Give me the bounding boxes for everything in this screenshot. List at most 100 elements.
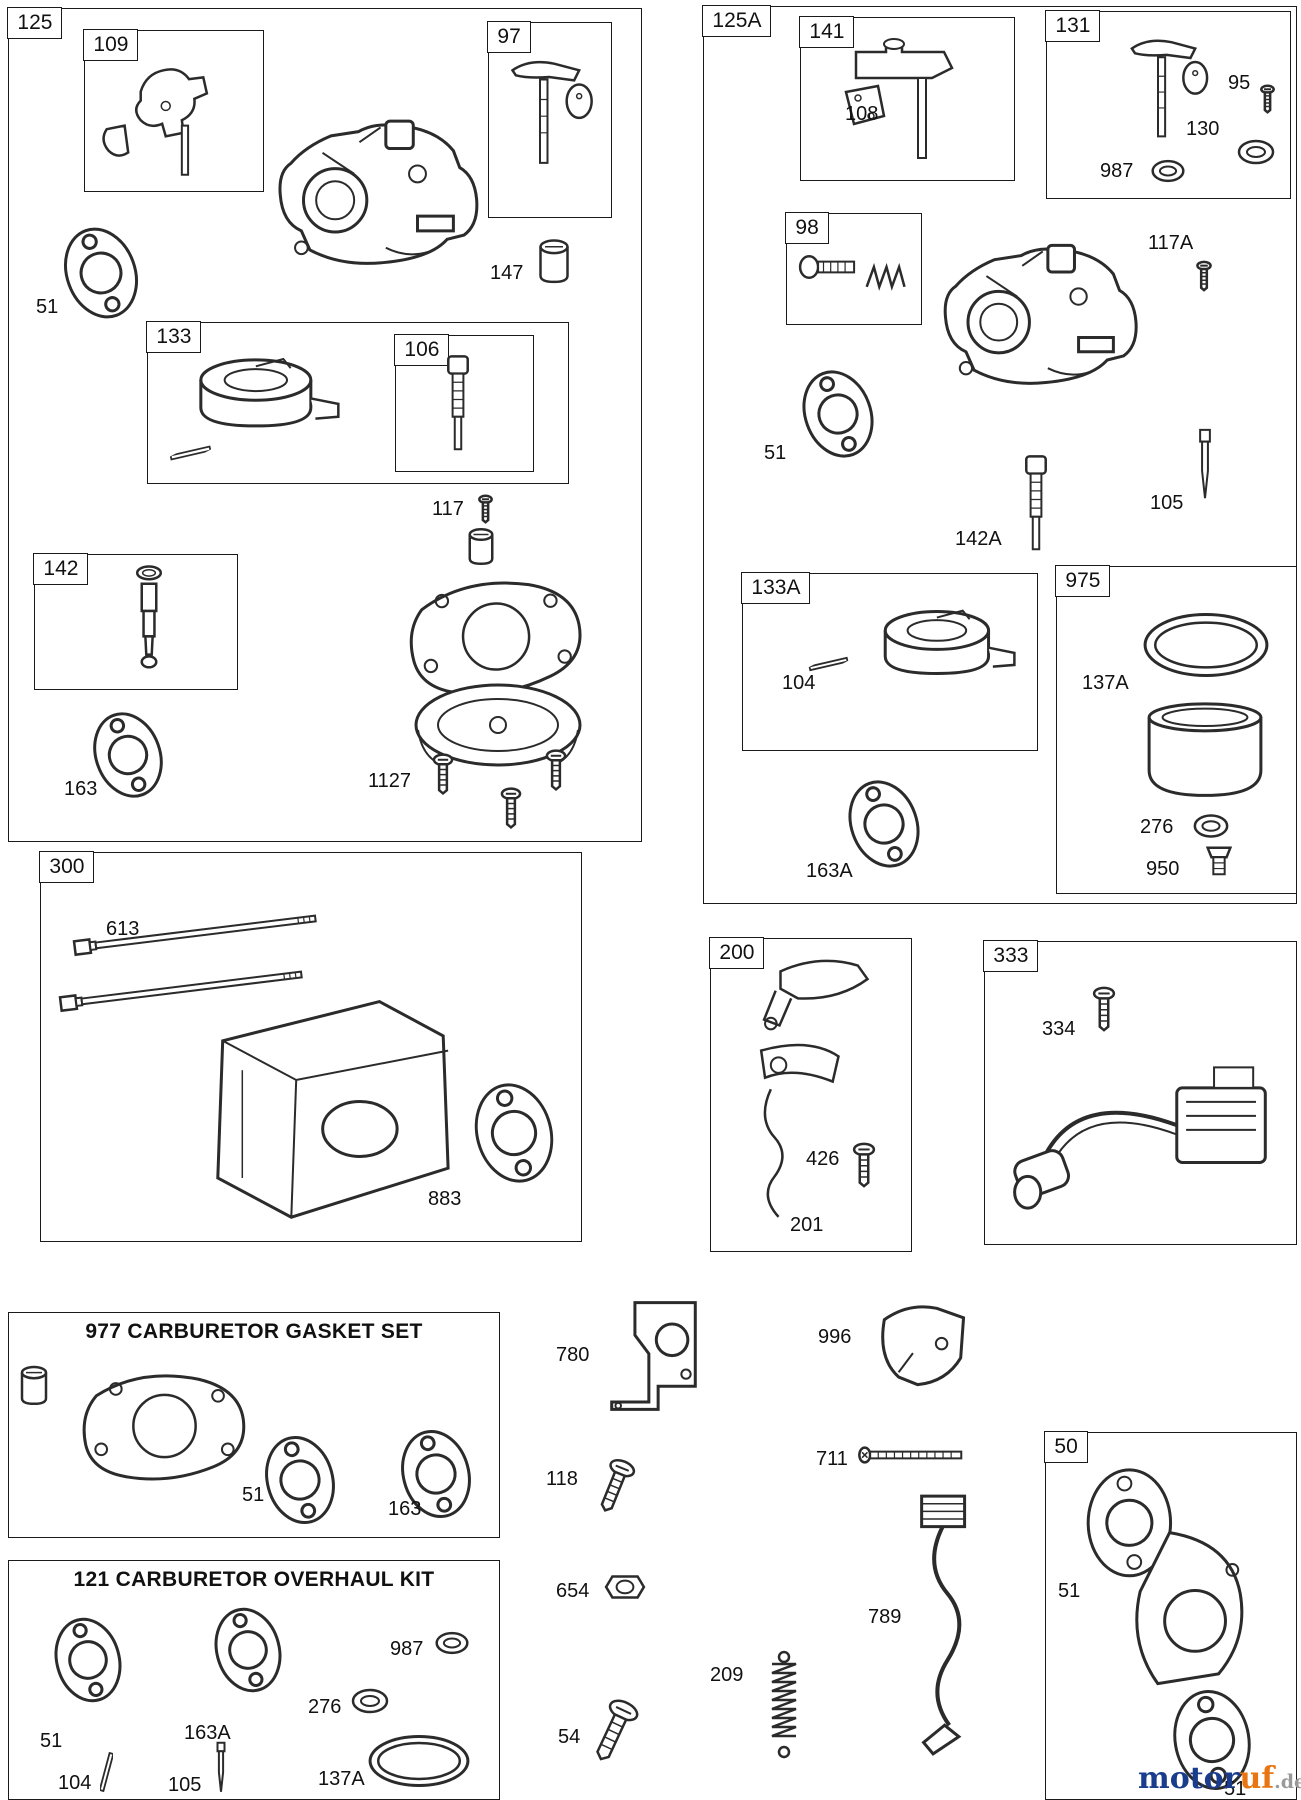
oring-drawing-276 — [1192, 812, 1230, 840]
section-97: 97 — [487, 21, 612, 218]
callout-711: 711 — [816, 1448, 848, 1470]
section-977-gasket-set: 977 CARBURETOR GASKET SET — [8, 1312, 500, 1538]
watermark-de: .de — [1274, 1771, 1301, 1793]
needle-valve-drawing-142 — [120, 562, 178, 680]
gasket-set-title: 977 CARBURETOR GASKET SET — [85, 1320, 423, 1343]
callout-108: 108 — [845, 103, 879, 125]
oring-drawing-137A — [1140, 608, 1272, 682]
callout-613: 613 — [106, 918, 140, 940]
wire-harness-drawing-789 — [893, 1486, 998, 1764]
callout-137A-975: 137A — [1082, 672, 1129, 694]
callout-426: 426 — [806, 1148, 840, 1170]
callout-780: 780 — [556, 1344, 590, 1366]
oring-drawing-137A-121 — [366, 1730, 472, 1792]
callout-201: 201 — [790, 1214, 824, 1236]
section-106: 106 — [394, 334, 534, 472]
plug-drawing-977 — [18, 1364, 50, 1410]
carburetor-drawing-125A — [925, 222, 1140, 412]
section-125: 125 — [7, 7, 642, 842]
needle-drawing-105-121 — [210, 1740, 232, 1796]
washer-drawing-987 — [1150, 158, 1186, 184]
section-133: 133 — [146, 321, 569, 484]
callout-51-125A: 51 — [764, 442, 787, 464]
intake-elbow-drawing-50 — [1056, 1462, 1291, 1717]
callout-105-121: 105 — [168, 1774, 202, 1796]
watermark-motor: motor — [1138, 1761, 1240, 1796]
callout-117A: 117A — [1148, 232, 1194, 254]
oring-drawing-276-121 — [350, 1686, 390, 1716]
section-333: 333 — [983, 940, 1297, 1245]
section-300: 300 — [39, 851, 582, 1242]
screw-drawing-1127a — [432, 752, 454, 796]
callout-54: 54 — [558, 1726, 581, 1748]
plug-drawing-147 — [536, 232, 572, 294]
muffler-drawing — [198, 982, 463, 1227]
section-label-125A: 125A — [702, 5, 772, 37]
callout-51-50: 51 — [1058, 1580, 1081, 1602]
section-label-50: 50 — [1044, 1431, 1088, 1463]
section-label-333: 333 — [983, 940, 1039, 972]
section-label-133A: 133A — [741, 572, 811, 604]
section-125A: 125A — [702, 5, 1297, 904]
throttle-shaft-drawing-131 — [1120, 20, 1215, 180]
callout-104-133A: 104 — [782, 672, 816, 694]
control-lever-drawing-200 — [722, 952, 897, 1242]
callout-51-121: 51 — [40, 1730, 63, 1752]
jet-drawing-106 — [438, 352, 478, 460]
section-label-109: 109 — [83, 29, 139, 61]
nut-drawing-654 — [604, 1570, 646, 1606]
section-142: 142 — [33, 553, 238, 690]
carburetor-drawing-125 — [255, 100, 485, 290]
watermark-logo[interactable]: motoruf.de — [1138, 1764, 1301, 1794]
spring-drawing-209 — [766, 1650, 802, 1760]
section-label-300: 300 — [39, 851, 95, 883]
screw-drawing-95 — [1260, 84, 1275, 114]
jet-drawing-142A — [1018, 452, 1054, 560]
section-label-125: 125 — [7, 7, 63, 39]
section-label-97: 97 — [487, 21, 531, 53]
watermark-uf: uf — [1239, 1761, 1275, 1796]
screw-drawing-117 — [478, 494, 493, 524]
float-bowl-drawing-975 — [1142, 700, 1268, 806]
section-133A: 133A — [741, 572, 1038, 751]
callout-209: 209 — [710, 1664, 744, 1686]
section-label-133: 133 — [146, 321, 202, 353]
plug-drawing-small — [466, 526, 496, 570]
section-98: 98 — [785, 212, 922, 325]
section-label-131: 131 — [1045, 10, 1101, 42]
section-label-98: 98 — [785, 212, 829, 244]
callout-51-977: 51 — [242, 1484, 265, 1506]
overhaul-kit-title: 121 CARBURETOR OVERHAUL KIT — [73, 1568, 435, 1591]
bowl-bolt-drawing-950 — [1202, 842, 1236, 880]
washer-drawing-987-121 — [434, 1630, 470, 1656]
callout-883: 883 — [428, 1188, 462, 1210]
screw-drawing-1127c — [545, 748, 567, 792]
section-141: 141 — [799, 16, 1015, 181]
callout-105-125A: 105 — [1150, 492, 1184, 514]
callout-163: 163 — [64, 778, 98, 800]
section-label-141: 141 — [799, 16, 855, 48]
callout-950: 950 — [1146, 858, 1180, 880]
callout-95: 95 — [1228, 72, 1251, 94]
section-label-975: 975 — [1055, 565, 1111, 597]
callout-987-131: 987 — [1100, 160, 1134, 182]
section-109: 109 — [83, 29, 264, 192]
callout-147: 147 — [490, 262, 524, 284]
callout-118: 118 — [546, 1468, 578, 1490]
callout-276-975: 276 — [1140, 816, 1174, 838]
section-131: 131 — [1045, 10, 1291, 199]
callout-142A: 142A — [955, 528, 1002, 550]
screw-drawing-118 — [591, 1454, 640, 1517]
bowl-clamp-drawing-133A — [868, 598, 1023, 706]
callout-1127: 1127 — [368, 770, 412, 792]
section-label-106: 106 — [394, 334, 450, 366]
callout-334: 334 — [1042, 1018, 1076, 1040]
throttle-shaft-drawing-97 — [500, 42, 600, 207]
callout-163-977: 163 — [388, 1498, 422, 1520]
callout-654: 654 — [556, 1580, 590, 1602]
screw-drawing-1127b — [500, 786, 522, 830]
callout-117: 117 — [432, 498, 464, 520]
screw-drawing-426 — [852, 1140, 876, 1190]
section-label-142: 142 — [33, 553, 89, 585]
